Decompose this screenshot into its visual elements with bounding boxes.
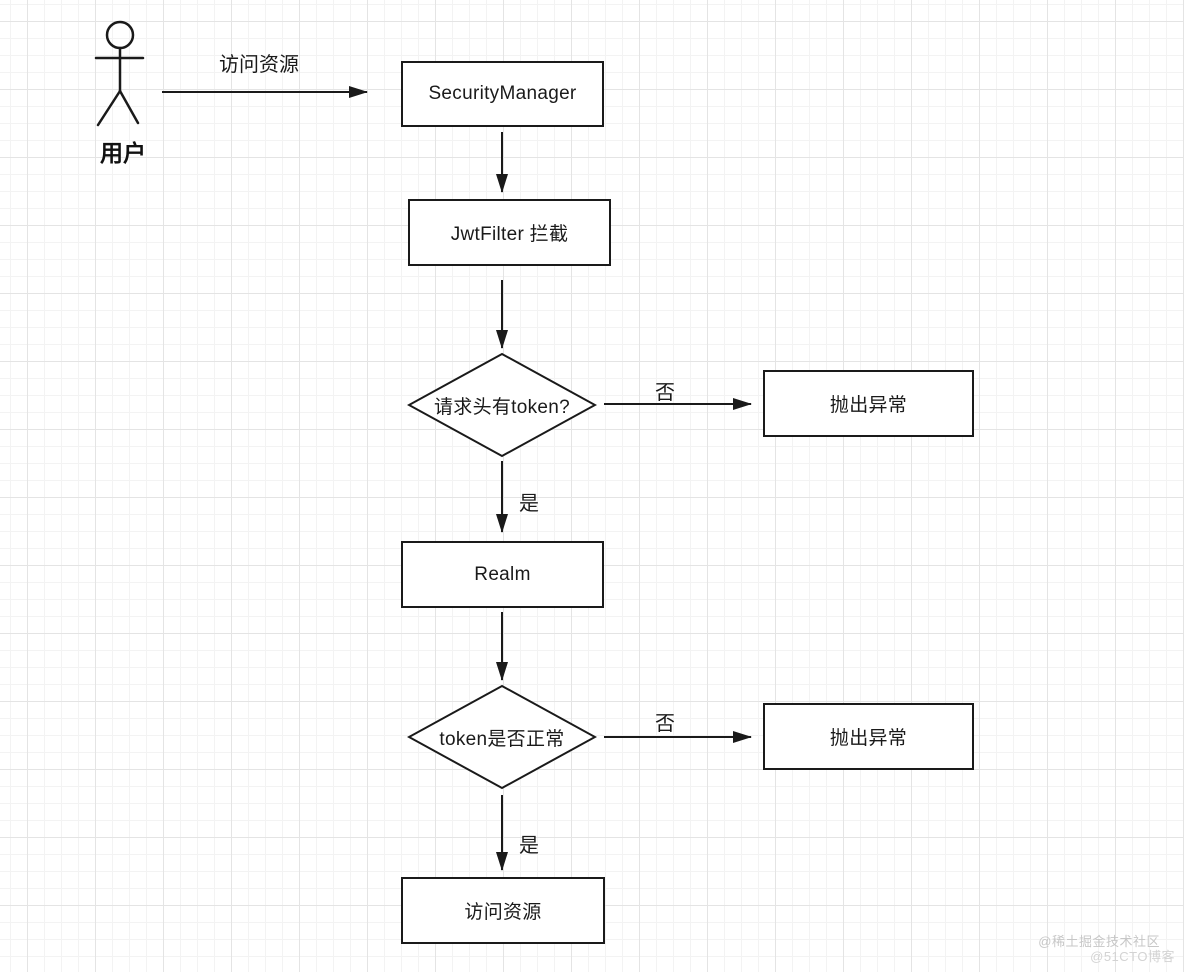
- node-label: token是否正常: [439, 728, 565, 750]
- watermark-juejin: @稀土掘金技术社区: [1038, 934, 1160, 949]
- node-access-resource: 访问资源: [401, 877, 605, 944]
- node-label: 访问资源: [464, 902, 542, 923]
- diamond-shape: [407, 684, 597, 790]
- node-label: 抛出异常: [829, 728, 908, 749]
- node-label: Realm: [474, 563, 531, 585]
- node-jwt-filter: JwtFilter 拦截: [408, 199, 611, 266]
- node-label: SecurityManager: [428, 83, 577, 104]
- edge-label-no-2: 否: [655, 713, 675, 735]
- node-realm: Realm: [401, 541, 604, 608]
- node-label: 抛出异常: [829, 395, 908, 416]
- node-security-manager: SecurityManager: [401, 61, 604, 127]
- actor-label: 用户: [100, 140, 146, 166]
- node-throw-exception-2: 抛出异常: [763, 703, 974, 770]
- edge-label-access-resource: 访问资源: [219, 54, 299, 76]
- node-token-valid: token是否正常: [407, 684, 597, 790]
- node-has-token: 请求头有token?: [407, 352, 597, 458]
- actor-user: 用户: [88, 18, 158, 168]
- node-label: 请求头有token?: [433, 396, 571, 418]
- node-throw-exception-1: 抛出异常: [763, 370, 974, 437]
- edge-label-yes-1: 是: [519, 493, 539, 515]
- edge-label-no-1: 否: [655, 382, 675, 404]
- edge-label-yes-2: 是: [519, 835, 539, 857]
- stick-figure-icon: [94, 20, 145, 127]
- diamond-shape: [407, 352, 597, 458]
- watermark-51cto: @51CTO博客: [1090, 949, 1175, 964]
- node-label: JwtFilter 拦截: [450, 224, 569, 245]
